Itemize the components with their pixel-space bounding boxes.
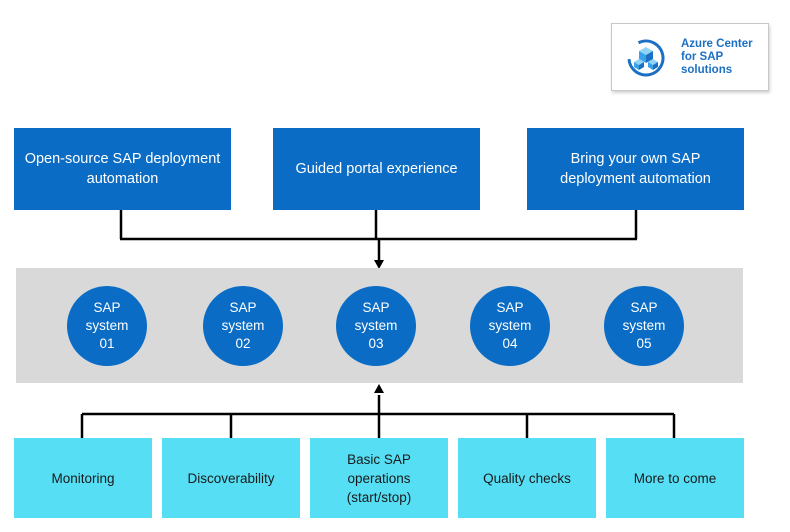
sap-system-02: SAP system 02 <box>203 286 283 366</box>
deployment-option-label: Bring your own SAP deployment automation <box>560 151 711 187</box>
sap-system-line: 03 <box>368 336 384 351</box>
sap-system-03: SAP system 03 <box>336 286 416 366</box>
azure-sap-logo-icon <box>627 39 665 77</box>
capability-monitoring: Monitoring <box>14 438 152 518</box>
capability-quality-checks: Quality checks <box>458 438 596 518</box>
brand-card: Azure Center for SAP solutions <box>611 23 769 91</box>
capability-basic-sap-operations: Basic SAP operations (start/stop) <box>310 438 448 518</box>
sap-system-05: SAP system 05 <box>604 286 684 366</box>
deployment-option-label: Open-source SAP deployment automation <box>24 151 221 187</box>
sap-system-line: SAP <box>630 300 658 315</box>
sap-system-line: system <box>85 318 129 333</box>
deployment-option-guided-portal: Guided portal experience <box>273 128 480 210</box>
sap-system-line: system <box>622 318 666 333</box>
sap-system-line: SAP <box>362 300 390 315</box>
capability-label: Quality checks <box>483 470 571 486</box>
brand-name-line: solutions <box>681 64 733 76</box>
deployment-option-open-source: Open-source SAP deployment automation <box>14 128 231 210</box>
sap-system-line: 04 <box>502 336 518 351</box>
brand-name-line: for SAP <box>681 51 724 63</box>
capability-label: Monitoring <box>51 470 115 486</box>
capability-label: Basic SAP operations (start/stop) <box>346 451 412 505</box>
capability-label: Discoverability <box>187 470 275 486</box>
sap-system-line: 05 <box>636 336 652 351</box>
sap-system-line: SAP <box>229 300 257 315</box>
capability-more-to-come: More to come <box>606 438 744 518</box>
brand-name-line: Azure Center <box>681 38 753 50</box>
sap-system-line: 01 <box>99 336 115 351</box>
capability-label: More to come <box>633 470 717 486</box>
deployment-option-label: Guided portal experience <box>295 161 458 177</box>
sap-system-line: system <box>221 318 265 333</box>
capability-discoverability: Discoverability <box>162 438 300 518</box>
sap-system-04: SAP system 04 <box>470 286 550 366</box>
sap-system-line: SAP <box>93 300 121 315</box>
sap-system-line: 02 <box>235 336 251 351</box>
sap-system-line: system <box>488 318 532 333</box>
sap-system-01: SAP system 01 <box>67 286 147 366</box>
sap-system-line: SAP <box>496 300 524 315</box>
deployment-option-byo: Bring your own SAP deployment automation <box>527 128 744 210</box>
sap-system-line: system <box>354 318 398 333</box>
brand-name: Azure Center for SAP solutions <box>681 38 767 77</box>
